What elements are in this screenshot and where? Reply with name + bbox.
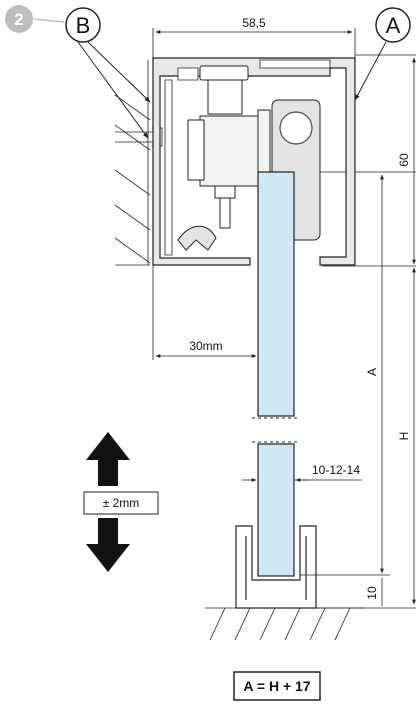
formula-box: A = H + 17	[233, 671, 321, 701]
step-badge: 2	[5, 5, 65, 33]
callout-b: B	[65, 7, 151, 139]
callout-b-label: B	[76, 13, 91, 38]
dimension-h: H	[316, 267, 416, 609]
dim-glass-label: 10-12-14	[312, 463, 360, 477]
roller-carriage	[177, 65, 321, 251]
dimension-wall-distance: 30mm	[152, 265, 257, 360]
dim-height-label: 60	[397, 153, 411, 167]
top-profile	[152, 57, 356, 266]
floor-guide	[235, 525, 317, 609]
dimension-a: A	[300, 174, 390, 576]
glass-panel	[252, 171, 300, 577]
floor	[205, 607, 365, 641]
callout-a-label: A	[386, 13, 401, 38]
step-number: 2	[14, 10, 23, 29]
dim-a-label: A	[365, 368, 379, 376]
callout-a: A	[354, 7, 411, 101]
adjustment-arrow: ± 2mm	[83, 432, 159, 572]
dim-width-label: 58,5	[242, 16, 266, 30]
dim-bottom-label: 10	[365, 586, 379, 600]
formula-label: A = H + 17	[243, 678, 310, 694]
dimension-height: 60	[397, 57, 416, 265]
dim-h-label: H	[397, 432, 411, 441]
wall-hatching	[114, 60, 151, 266]
dimension-glass-thickness: 10-12-14	[242, 463, 362, 482]
dimension-bottom: 10	[365, 578, 383, 606]
dim-wall-label: 30mm	[189, 339, 222, 353]
adjustment-label: ± 2mm	[103, 496, 140, 510]
dimension-width: 58,5	[152, 16, 356, 60]
